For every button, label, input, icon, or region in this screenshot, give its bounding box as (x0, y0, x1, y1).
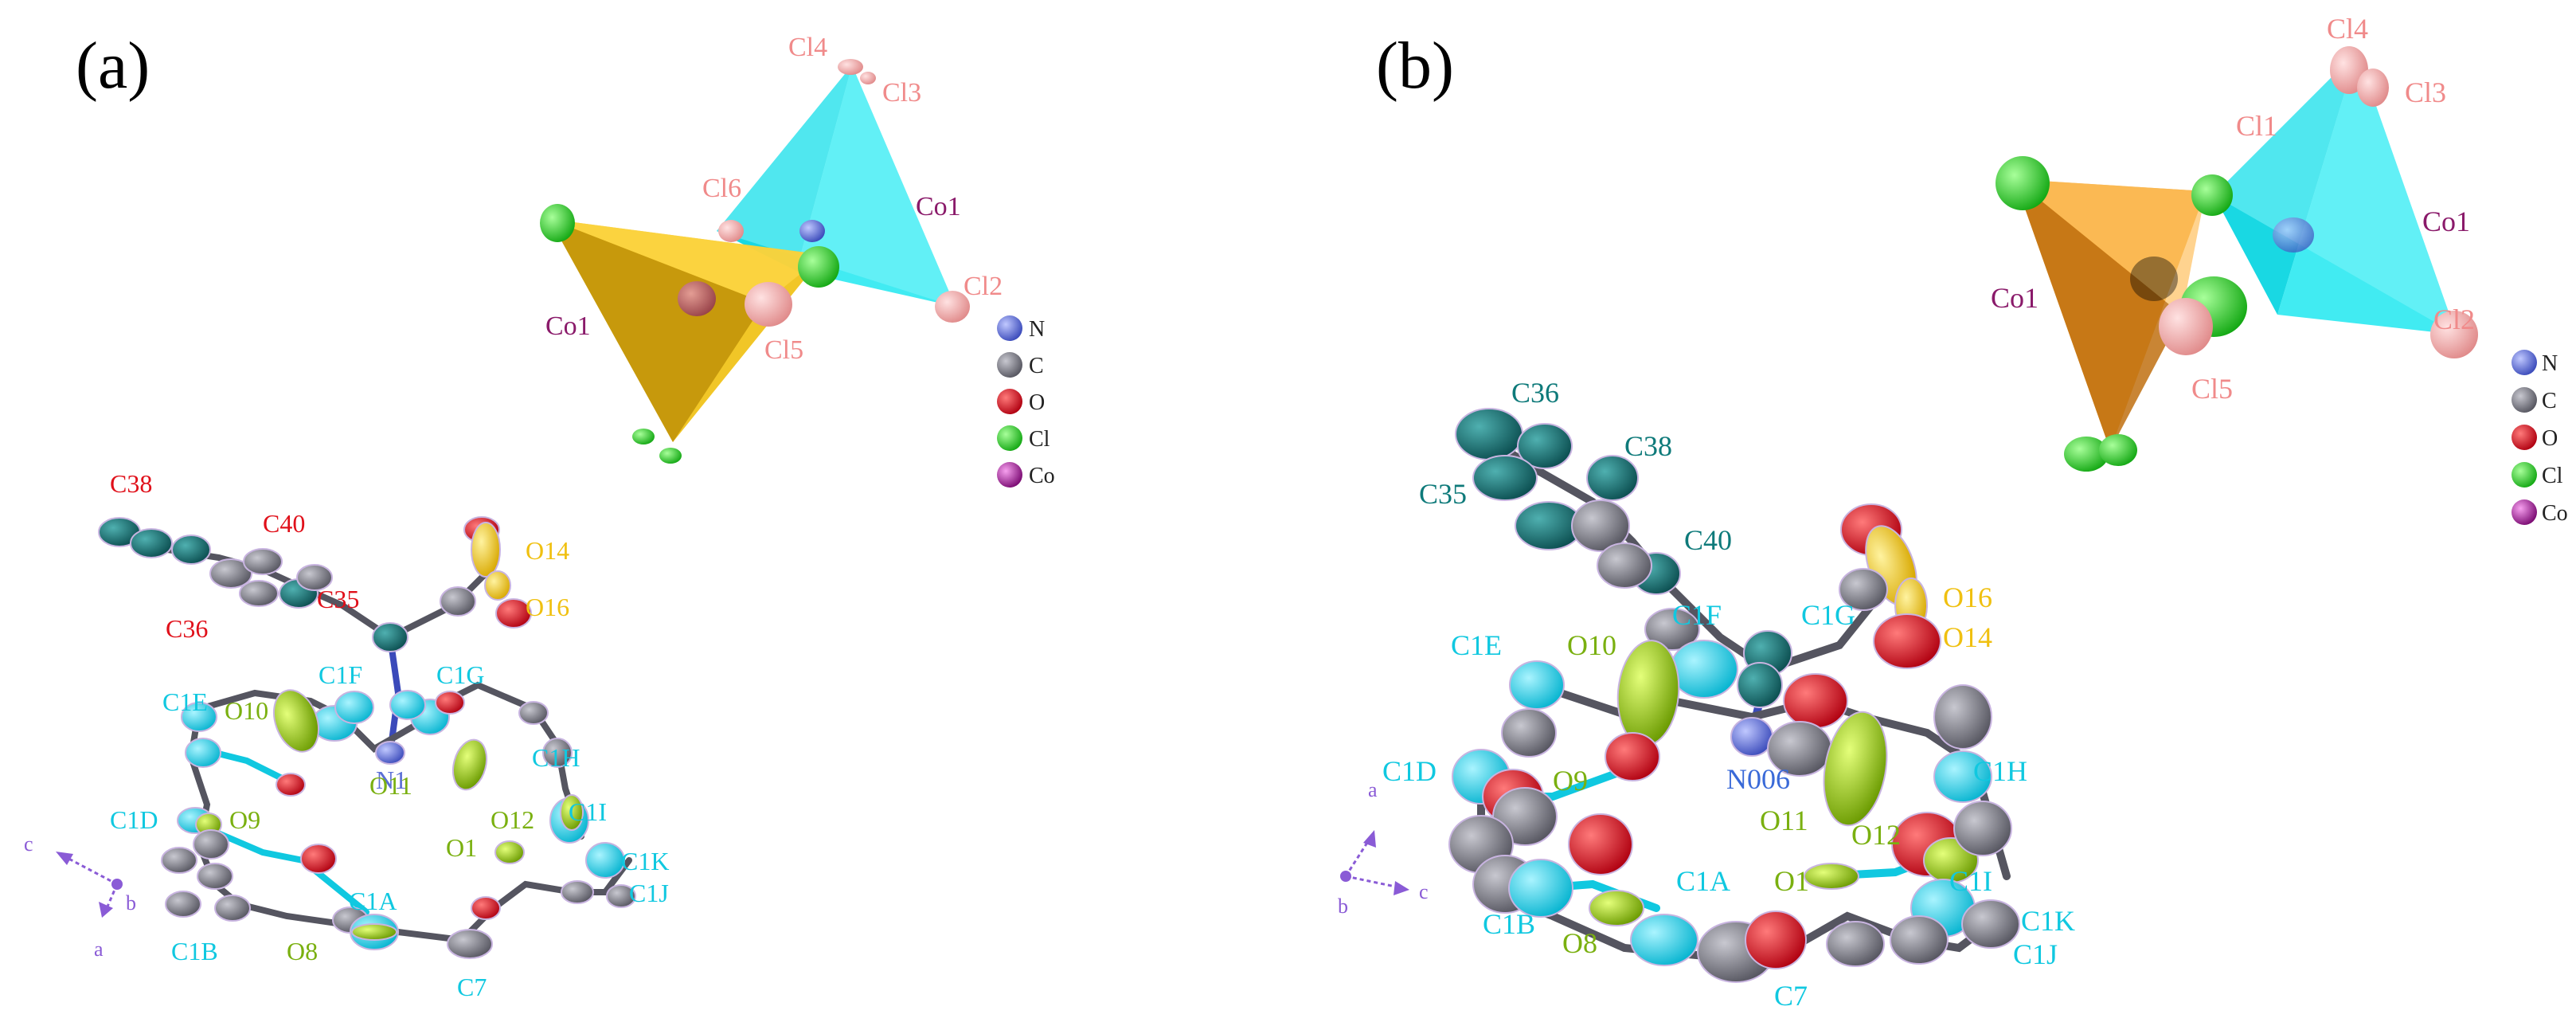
atom-label: O8 (287, 937, 318, 965)
panel-a-axes: c b a (24, 832, 136, 961)
atom-label: C1G (1801, 599, 1855, 631)
poly-label: Co1 (545, 311, 591, 341)
legend-O: O (2542, 426, 2558, 451)
atom-label: C35 (1419, 478, 1467, 510)
panel-b: (b) Cl4 Cl3 Cl1 Co1 Co1 (1338, 13, 2568, 1012)
atom-label: C35 (317, 585, 359, 613)
axis-label: b (126, 891, 136, 914)
poly-label: Cl5 (764, 335, 803, 365)
atom-label: O1 (446, 833, 477, 862)
legend-C: C (1029, 354, 1044, 378)
atom-label: O9 (1553, 765, 1588, 797)
atom-label: C1J (629, 879, 669, 907)
atom-label: O12 (1851, 819, 1901, 851)
poly-label: Cl6 (702, 174, 741, 203)
atom-label: C36 (166, 614, 208, 643)
atom-label: C36 (1511, 377, 1559, 409)
atom-label: C7 (1774, 980, 1808, 1012)
poly-label: Cl3 (882, 78, 921, 108)
panel-b-atoms (1448, 408, 2020, 983)
atom-label: C40 (1684, 524, 1732, 556)
atom-label: N1 (376, 766, 407, 794)
panel-a-atom-labels: C38 C40 C35 C36 O14 O16 C1F C1G C1E O10 … (110, 469, 669, 1001)
poly-label: Cl1 (2236, 110, 2277, 142)
atom-label: C1B (171, 937, 218, 965)
axis-label: c (1419, 880, 1429, 903)
atom-label: C1H (532, 743, 580, 772)
atom-label: O8 (1562, 927, 1597, 959)
poly-label: Cl5 (2191, 373, 2233, 405)
panel-b-atom-labels: C36 C38 C35 C40 O16 O14 C1F C1G C1E O10 … (1382, 377, 2075, 1012)
atom-label: C1A (349, 887, 397, 915)
atom-label: O11 (1760, 805, 1808, 836)
panel-a: (a) Cl4 Cl3 Cl6 Co1 Cl2 (24, 29, 1055, 1001)
panel-a-legend: N C O Cl Co (997, 315, 1055, 488)
atom-label: C1I (1949, 865, 1992, 897)
atom-label: O14 (526, 536, 569, 565)
panel-a-polyhedra (540, 59, 970, 464)
panel-b-axes: a b c (1338, 778, 1429, 918)
legend-Co: Co (1029, 464, 1055, 488)
atom-label: O1 (1774, 865, 1809, 897)
atom-label: C40 (263, 509, 305, 538)
atom-label: C1A (1676, 865, 1730, 897)
atom-label: C38 (1624, 430, 1672, 462)
atom-label: C1J (2013, 938, 2058, 970)
atom-label: C1B (1483, 908, 1535, 940)
panel-a-bonds (116, 523, 632, 944)
poly-label: Cl4 (2327, 13, 2368, 45)
panel-a-polyhedra-labels: Cl4 Cl3 Cl6 Co1 Cl2 Co1 Cl5 (545, 33, 1003, 365)
legend-C: C (2542, 389, 2557, 413)
atom-label: O11 (369, 771, 412, 800)
atom-label: C1E (1451, 629, 1502, 661)
atom-label: O16 (526, 593, 569, 621)
atom-label: C1K (621, 847, 669, 875)
atom-label: O10 (225, 696, 268, 725)
poly-label: Co1 (916, 192, 961, 221)
atom-label: C7 (457, 973, 487, 1001)
legend-N: N (2542, 351, 2558, 376)
poly-label: Co1 (1991, 282, 2039, 314)
panel-a-label: (a) (76, 29, 150, 103)
poly-label: Cl2 (964, 272, 1003, 301)
atom-label: C1K (2021, 905, 2075, 937)
panel-b-polyhedra (1996, 46, 2478, 472)
atom-label: N006 (1726, 763, 1790, 795)
legend-Co: Co (2542, 501, 2568, 526)
poly-label: Cl3 (2405, 76, 2446, 108)
atom-label: C1F (1672, 599, 1722, 631)
atom-label: O16 (1943, 582, 1992, 613)
poly-label: Cl2 (2433, 303, 2475, 335)
atom-label: C1D (110, 805, 158, 834)
axis-label: a (1368, 778, 1378, 801)
legend-O: O (1029, 390, 1045, 415)
axis-label: b (1338, 895, 1348, 918)
axis-label: c (24, 832, 33, 856)
axis-label: a (94, 938, 104, 961)
panel-b-legend: N C O Cl Co (2512, 350, 2568, 526)
atom-label: C1F (319, 660, 362, 689)
poly-label: Cl4 (788, 33, 827, 62)
atom-label: C1I (569, 797, 607, 826)
atom-label: O9 (229, 805, 260, 834)
atom-label: O10 (1567, 629, 1616, 661)
panel-b-label: (b) (1376, 29, 1454, 103)
atom-label: O14 (1943, 621, 1992, 653)
atom-label: O12 (491, 805, 534, 834)
panel-b-polyhedra-labels: Cl4 Cl3 Cl1 Co1 Co1 Cl5 Cl2 (1991, 13, 2475, 405)
poly-label: Co1 (2422, 206, 2470, 237)
atom-label: C1H (1973, 755, 2027, 787)
legend-Cl: Cl (2542, 464, 2563, 488)
atom-label: C1D (1382, 755, 1437, 787)
legend-Cl: Cl (1029, 427, 1050, 452)
atom-label: C1G (436, 660, 484, 689)
legend-N: N (1029, 317, 1045, 342)
atom-label: C1E (162, 687, 208, 716)
atom-label: C38 (110, 469, 152, 498)
panel-a-atoms (98, 516, 636, 959)
